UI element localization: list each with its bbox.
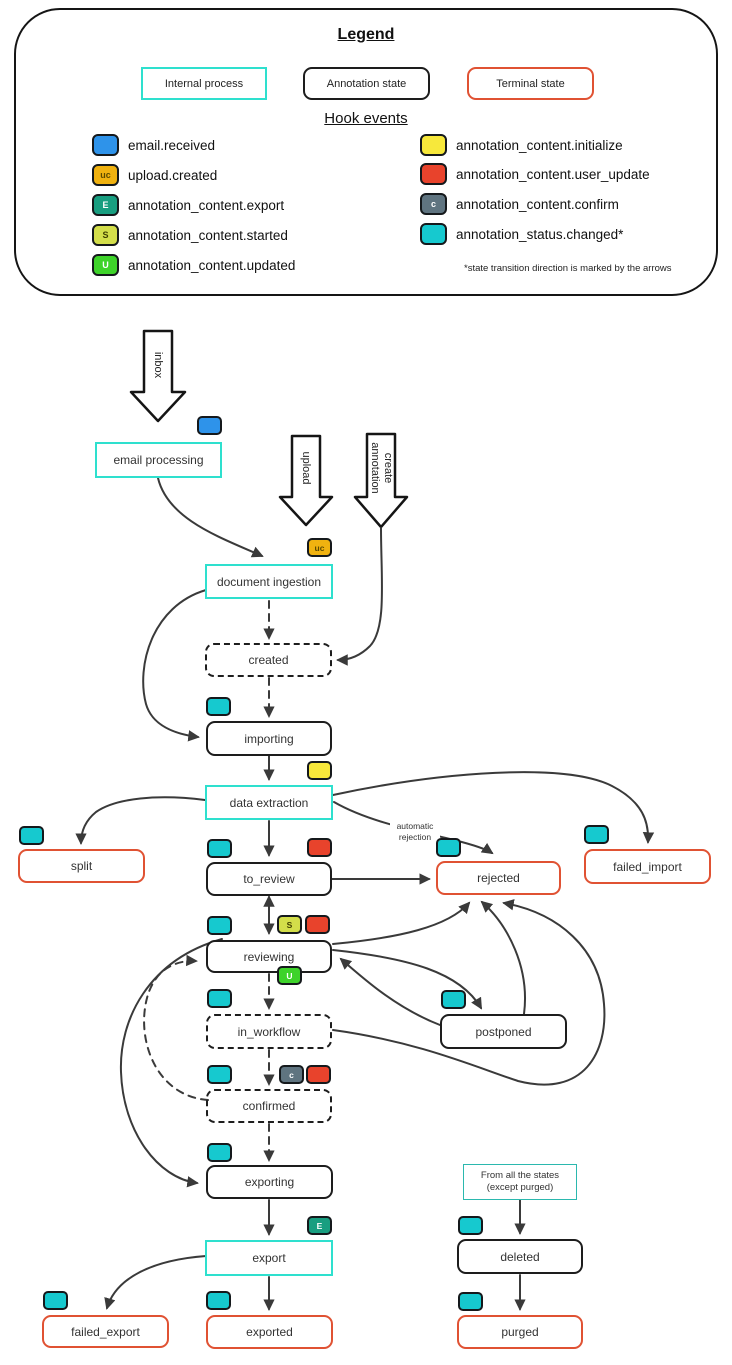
node-to-review: to_review (206, 862, 332, 896)
node-split: split (18, 849, 145, 883)
node-failed-export: failed_export (42, 1315, 169, 1348)
content-export-icon: E (307, 1216, 332, 1235)
node-exporting: exporting (206, 1165, 333, 1199)
legend-title: Legend (337, 26, 395, 43)
content-started-icon: S (277, 915, 302, 934)
content-user-update-icon (307, 838, 332, 857)
node-deleted: deleted (457, 1239, 583, 1274)
content-user-update-icon (305, 915, 330, 934)
node-document-ingestion: document ingestion (205, 564, 333, 599)
upload-arrow-label: upload (300, 451, 313, 485)
create-annotation-arrow-shape (353, 432, 409, 529)
node-export: export (205, 1240, 333, 1276)
edge-emailprocessing-documentingestion (157, 477, 264, 558)
content-started-icon: S (92, 224, 119, 246)
edge-postponed-reviewing (339, 957, 441, 1026)
legend-item-content-confirm: c annotation_content.confirm (420, 193, 619, 215)
edge-export-failedexport (104, 1255, 207, 1310)
status-changed-icon (207, 839, 232, 858)
edge-reviewing-postponed (332, 949, 482, 1010)
edge-postponed-rejected (480, 900, 526, 1015)
upload-created-icon: uc (92, 164, 119, 186)
status-changed-icon (441, 990, 466, 1009)
node-data-extraction: data extraction (205, 785, 333, 820)
edge-createannotation-created (336, 527, 384, 666)
email-received-icon (197, 416, 222, 435)
node-rejected: rejected (436, 861, 561, 895)
status-changed-icon (458, 1292, 483, 1311)
inbox-arrow-shape (129, 329, 187, 423)
upload-created-icon: uc (307, 538, 332, 557)
status-changed-icon (19, 826, 44, 845)
legend-item-content-export: E annotation_content.export (92, 194, 284, 216)
legend-hook-events-title: Hook events (324, 110, 408, 127)
status-changed-icon (206, 1291, 231, 1310)
node-created: created (205, 643, 332, 677)
legend-panel: Legend Internal process Annotation state… (14, 8, 718, 296)
content-user-update-icon (420, 163, 447, 185)
status-changed-icon (207, 1143, 232, 1162)
status-changed-icon (584, 825, 609, 844)
edge-documentingestion-importing (142, 589, 207, 742)
node-failed-import: failed_import (584, 849, 711, 884)
edge-reviewing-rejected (332, 901, 471, 945)
content-confirm-icon: c (279, 1065, 304, 1084)
legend-item-status-changed: annotation_status.changed* (420, 223, 623, 245)
status-changed-icon (43, 1291, 68, 1310)
status-changed-icon (207, 1065, 232, 1084)
edge-inworkflow-rejected (332, 899, 606, 1086)
content-updated-icon: U (277, 966, 302, 985)
content-updated-icon: U (92, 254, 119, 276)
legend-item-content-user-update: annotation_content.user_update (420, 163, 650, 185)
legend-item-content-updated: U annotation_content.updated (92, 254, 295, 276)
status-changed-icon (207, 989, 232, 1008)
content-confirm-icon: c (420, 193, 447, 215)
edge-dataextraction-split (75, 796, 206, 845)
node-purged: purged (457, 1315, 583, 1349)
legend-item-content-started: S annotation_content.started (92, 224, 288, 246)
content-user-update-icon (306, 1065, 331, 1084)
node-postponed: postponed (440, 1014, 567, 1049)
edge-dataextraction-failedimport (332, 771, 655, 844)
content-initialize-icon (307, 761, 332, 780)
legend-item-content-initialize: annotation_content.initialize (420, 134, 623, 156)
upload-arrow-shape (278, 434, 334, 527)
legend-item-upload-created: uc upload.created (92, 164, 217, 186)
inbox-arrow-label: inbox (152, 351, 165, 379)
email-received-icon (92, 134, 119, 156)
node-in-workflow: in_workflow (206, 1014, 332, 1049)
status-changed-icon (206, 697, 231, 716)
status-changed-icon (458, 1216, 483, 1235)
content-initialize-icon (420, 134, 447, 156)
legend-item-email-received: email.received (92, 134, 215, 156)
status-changed-icon (436, 838, 461, 857)
content-export-icon: E (92, 194, 119, 216)
status-changed-icon (420, 223, 447, 245)
legend-sample-internal-process: Internal process (141, 67, 267, 100)
automatic-rejection-edge-label: automatic rejection (390, 821, 440, 843)
node-email-processing: email processing (95, 442, 222, 478)
legend-sample-terminal-state: Terminal state (467, 67, 594, 100)
node-exported: exported (206, 1315, 333, 1349)
node-confirmed: confirmed (206, 1089, 332, 1123)
create-annotation-arrow-label: create annotation (369, 442, 394, 494)
node-importing: importing (206, 721, 332, 756)
legend-footnote: *state transition direction is marked by… (464, 263, 672, 274)
legend-sample-annotation-state: Annotation state (303, 67, 430, 100)
status-changed-icon (207, 916, 232, 935)
node-from-all-states: From all the states (except purged) (463, 1164, 577, 1200)
node-reviewing: reviewing (206, 940, 332, 973)
edge-confirmed-reviewing (143, 954, 209, 1101)
